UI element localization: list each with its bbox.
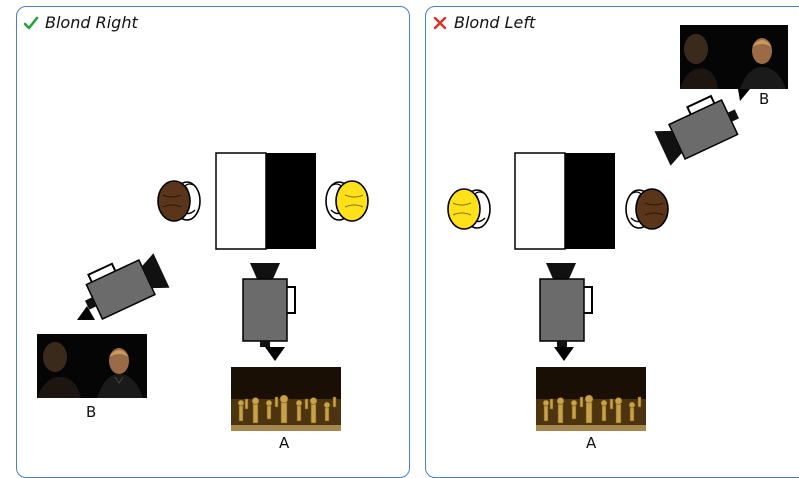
blond-head [447,188,491,230]
diagram-canvas [37,152,369,431]
camera-a [242,263,296,347]
camera-a-label: A [586,434,597,452]
camera-b [85,253,170,320]
monitor-a [231,347,341,431]
camera-a-label: A [279,434,290,452]
panel-header: Blond Right [23,13,138,32]
checkmark-icon [23,16,39,29]
dark-haired-head [157,180,201,222]
camera-b-label: B [759,90,770,108]
panel-blond-right: Blond Right [16,6,410,478]
panel-title: Blond Right [45,13,138,32]
camera-b-label: B [86,403,97,421]
monitor-b [680,25,788,101]
scene-block [215,152,316,250]
monitor-a [536,347,646,431]
cross-icon [433,16,447,29]
scene-block [514,152,615,250]
camera-b [654,94,739,166]
monitor-b [37,306,147,398]
dark-haired-head [625,188,669,230]
camera-a [539,263,593,347]
panel-header: Blond Left [432,13,535,32]
blond-head [325,180,369,222]
diagram-canvas [447,25,788,431]
panel-blond-left: Blond Left [425,6,799,478]
panel-title: Blond Left [454,13,536,32]
